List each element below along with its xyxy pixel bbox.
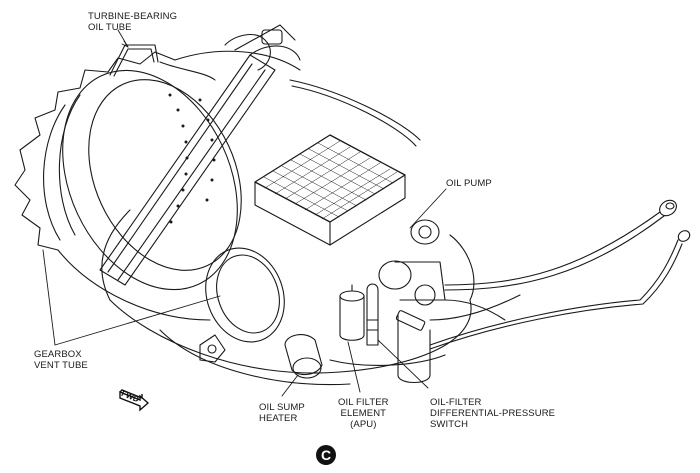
forward-arrow-icon xyxy=(119,389,150,412)
label-turbine-bearing-oil-tube: TURBINE-BEARING OIL TUBE xyxy=(88,11,177,33)
oil-filter-switch xyxy=(366,283,426,346)
label-line: OIL PUMP xyxy=(446,178,492,189)
label-line: HEATER xyxy=(259,413,298,424)
label-oil-filter-switch: OIL-FILTER DIFFERENTIAL-PRESSURE SWITCH xyxy=(430,397,555,430)
oil-filter-element xyxy=(339,284,365,341)
sump-pan xyxy=(329,314,446,384)
label-gearbox-vent-tube: GEARBOX VENT TUBE xyxy=(34,349,88,371)
label-line: (APU) xyxy=(350,419,377,430)
oil-cooler xyxy=(254,134,406,246)
leader-lines xyxy=(42,29,447,397)
forward-direction-indicator: FWD xyxy=(118,388,152,412)
label-line: SWITCH xyxy=(430,419,469,430)
gearbox-flange xyxy=(199,247,285,363)
label-line: OIL SUMP xyxy=(259,402,305,413)
oil-pump xyxy=(378,219,446,306)
label-line: DIFFERENTIAL-PRESSURE xyxy=(430,408,556,419)
label-line: ELEMENT xyxy=(340,408,387,419)
label-line: VENT TUBE xyxy=(34,360,88,371)
support-frame xyxy=(99,45,301,286)
flange-bolts xyxy=(168,93,216,224)
figure-view-badge: C xyxy=(316,445,336,465)
upper-fittings xyxy=(224,24,421,147)
gearbox-housing xyxy=(101,209,475,386)
turbine-bearing-oil-tube xyxy=(109,44,216,81)
label-line: OIL FILTER xyxy=(338,397,389,408)
wiring-harness xyxy=(429,199,691,350)
oil-sump-heater xyxy=(284,334,323,379)
label-oil-sump-heater: OIL SUMP HEATER xyxy=(259,402,305,424)
label-line: OIL-FILTER xyxy=(430,397,482,408)
label-line: GEARBOX xyxy=(34,349,82,360)
label-oil-pump: OIL PUMP xyxy=(446,178,492,189)
label-line: OIL TUBE xyxy=(88,22,132,33)
label-oil-filter-element: OIL FILTER ELEMENT (APU) xyxy=(338,397,389,430)
label-line: TURBINE-BEARING xyxy=(88,11,178,22)
